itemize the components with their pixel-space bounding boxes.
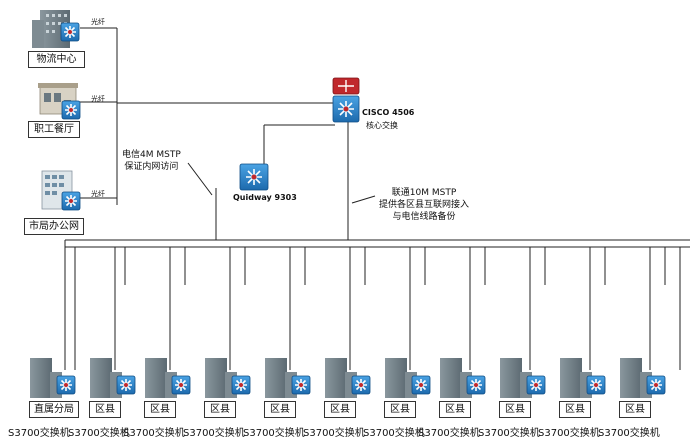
branch-label: 区县 (384, 401, 416, 418)
fiber-links (80, 27, 335, 205)
branch-label: 区县 (324, 401, 356, 418)
canteen-switch-icon (61, 100, 81, 120)
branch-1-icon-group (90, 358, 136, 398)
branch-switch-label: S3700交换机 (418, 428, 480, 439)
branch-label: 区县 (204, 401, 236, 418)
branch-switch-label: S3700交换机 (303, 428, 365, 439)
telecom-mstp-note: 电信4M MSTP 保证内网访问 (122, 149, 181, 173)
branch-switch-label: S3700交换机 (598, 428, 660, 439)
branch-switch-label: S3700交换机 (363, 428, 425, 439)
quidway-switch-icon (239, 163, 269, 191)
branch-switch-icon (466, 375, 486, 395)
branch-switch-label: S3700交换机 (183, 428, 245, 439)
branch-building-icon (500, 358, 522, 398)
branch-links (64, 240, 681, 370)
branch-3-icon-group (205, 358, 251, 398)
branch-4-icon-group (265, 358, 311, 398)
branch-building-icon (90, 358, 112, 398)
core-switch-name: CISCO 4506 (362, 108, 415, 117)
branch-10-icon-group (620, 358, 666, 398)
branch-switch-icon (56, 375, 76, 395)
branch-0-icon-group (30, 358, 76, 398)
unicom-note-line-1: 联通10M MSTP (391, 188, 457, 198)
fiber-label-office: 光纤 (91, 190, 105, 198)
site-label-logistics: 物流中心 (28, 51, 85, 68)
branch-building-icon (620, 358, 642, 398)
branch-building-icon (385, 358, 407, 398)
unicom-note-line-3: 与电信线路备份 (392, 212, 456, 222)
logistics-switch-icon (60, 22, 80, 42)
branch-switch-icon (646, 375, 666, 395)
branch-building-icon (265, 358, 287, 398)
branch-label: 区县 (144, 401, 176, 418)
branch-switch-icon (231, 375, 251, 395)
branch-building-icon (325, 358, 347, 398)
branch-building-icon (440, 358, 462, 398)
branch-building-icon (145, 358, 167, 398)
branch-switch-icon (586, 375, 606, 395)
branch-switch-icon (291, 375, 311, 395)
branch-label: 直属分局 (29, 401, 79, 418)
unicom-mstp-note: 联通10M MSTP 提供各区县互联网接入 与电信线路备份 (379, 187, 469, 223)
branch-building-icon (205, 358, 227, 398)
telecom-note-line-1: 电信4M MSTP (122, 150, 181, 160)
branch-building-icon (30, 358, 52, 398)
branch-9-icon-group (560, 358, 606, 398)
branch-2-icon-group (145, 358, 191, 398)
branch-label: 区县 (439, 401, 471, 418)
branch-label: 区县 (619, 401, 651, 418)
branch-switch-label: S3700交换机 (123, 428, 185, 439)
backbone-links (65, 122, 690, 248)
branch-5-icon-group (325, 358, 371, 398)
branch-switch-label: S3700交换机 (538, 428, 600, 439)
site-label-office: 市局办公网 (24, 218, 84, 235)
core-switch-role: 核心交换 (366, 121, 398, 130)
fiber-label-canteen: 光纤 (91, 95, 105, 103)
branch-building-icon (560, 358, 582, 398)
quidway-switch-name: Quidway 9303 (233, 193, 297, 202)
branch-switch-label: S3700交换机 (243, 428, 305, 439)
branch-icons (30, 358, 666, 398)
core-router-icon (332, 77, 360, 95)
branch-8-icon-group (500, 358, 546, 398)
branch-switch-icon (116, 375, 136, 395)
branch-6-icon-group (385, 358, 431, 398)
branch-7-icon-group (440, 358, 486, 398)
branch-switch-icon (411, 375, 431, 395)
core-switch-icon (332, 95, 360, 123)
branch-switch-label: S3700交换机 (8, 428, 70, 439)
branch-label: 区县 (499, 401, 531, 418)
branch-switch-label: S3700交换机 (68, 428, 130, 439)
branch-switch-icon (351, 375, 371, 395)
branch-switch-icon (171, 375, 191, 395)
fiber-label-logistics: 光纤 (91, 18, 105, 26)
office-switch-icon (61, 191, 81, 211)
branch-label: 区县 (264, 401, 296, 418)
branch-switch-label: S3700交换机 (478, 428, 540, 439)
branch-label: 区县 (89, 401, 121, 418)
site-label-canteen: 职工餐厅 (28, 121, 80, 138)
branch-label: 区县 (559, 401, 591, 418)
telecom-note-line-2: 保证内网访问 (124, 162, 179, 172)
unicom-note-line-2: 提供各区县互联网接入 (379, 200, 470, 210)
branch-switch-icon (526, 375, 546, 395)
